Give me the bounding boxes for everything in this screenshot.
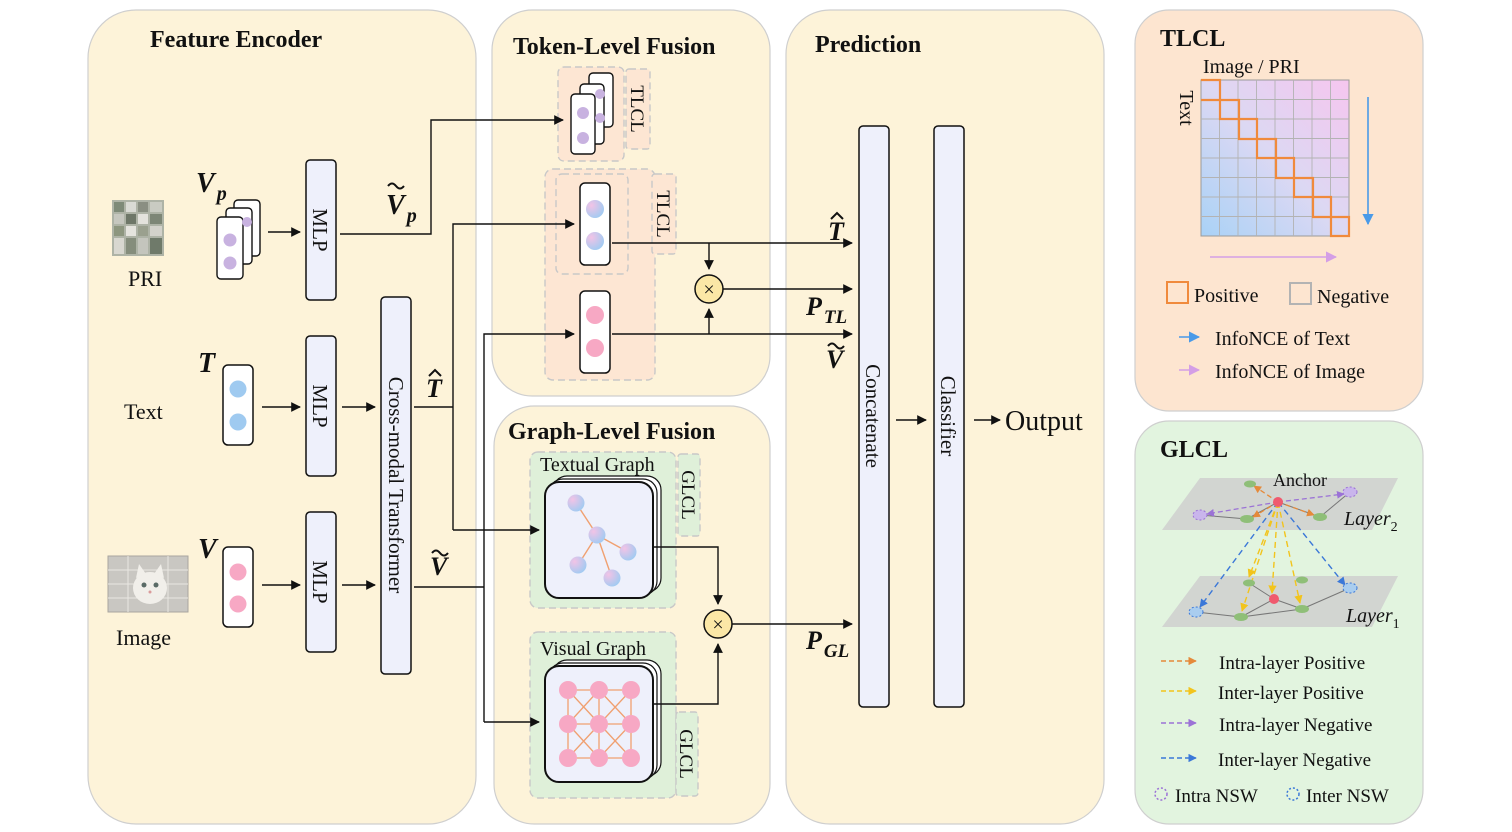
feature-encoder-panel: [87, 9, 477, 825]
textual-graph-card: [544, 475, 662, 599]
positive-label: Positive: [1194, 285, 1259, 307]
text-label: Text: [124, 399, 163, 424]
pri-label: PRI: [128, 266, 162, 291]
image-token-box-fusion: [579, 290, 611, 374]
mlp-image-label: MLP: [308, 560, 332, 603]
intra-nsw-icon: [1154, 787, 1168, 801]
inter-nsw-label: Inter NSW: [1306, 786, 1389, 807]
visual-graph-glcl-tag-box: [675, 711, 699, 797]
intra-positive-label: Intra-layer Positive: [1219, 653, 1365, 674]
t-symbol: T: [198, 348, 217, 379]
arrow-t-hat-to-text-tokens: [452, 219, 575, 530]
token-fusion-title: Token-Level Fusion: [513, 34, 716, 60]
tlcl-matrix-top-label: Image / PRI: [1203, 56, 1300, 78]
cross-modal-transformer-block: [380, 296, 412, 675]
glcl-layers-illustration: [1162, 478, 1398, 627]
tlcl-matrix-side-label: Text: [1175, 90, 1197, 126]
glcl-title: GLCL: [1160, 437, 1228, 463]
output-label: Output: [1005, 406, 1083, 437]
tlcl-similarity-matrix: [1200, 78, 1351, 238]
pri-thumbnail: [112, 200, 164, 256]
t-hat-prediction-symbol: T: [828, 211, 845, 246]
textual-graph-glcl-tag: GLCL: [677, 470, 698, 520]
text-tlcl-tag-box: [651, 173, 677, 255]
visual-graph-glcl-tag: GLCL: [675, 729, 696, 779]
prediction-title: Prediction: [815, 32, 921, 58]
image-label: Image: [116, 625, 171, 650]
cat-image-thumbnail: [107, 555, 189, 613]
visual-graph-card: [544, 659, 662, 783]
multiply-node-token: ×: [694, 274, 724, 304]
glcl-layer1-label: Layer1: [1345, 605, 1400, 632]
svg-text:T: T: [426, 374, 443, 403]
negative-label: Negative: [1317, 286, 1389, 308]
positive-swatch: [1166, 281, 1189, 304]
arrow-visual-graph-to-multiply: [653, 643, 723, 705]
multiply-node-graph: ×: [703, 609, 733, 639]
infonce-text-label: InfoNCE of Text: [1215, 328, 1350, 350]
glcl-anchor-label: Anchor: [1273, 470, 1327, 490]
concatenate-label: Concatenate: [861, 364, 885, 468]
v-tilde-symbol: V: [430, 549, 450, 581]
pri-tlcl-tag: TLCL: [626, 85, 647, 133]
arrow-vp-to-token-fusion: [340, 115, 564, 235]
mlp-image-block: [305, 511, 337, 653]
svg-text:×: ×: [712, 614, 723, 636]
concatenate-block: [858, 125, 890, 708]
textual-graph-title: Textual Graph: [540, 454, 655, 476]
feature-encoder-title: Feature Encoder: [150, 27, 323, 53]
graph-fusion-title: Graph-Level Fusion: [508, 419, 715, 445]
t-hat-symbol: T: [426, 368, 443, 403]
classifier-block: [933, 125, 965, 708]
text-token-box-fusion: [579, 182, 611, 266]
visual-graph-title: Visual Graph: [540, 638, 646, 660]
mlp-pri-block: [305, 159, 337, 301]
cross-modal-transformer-label: Cross-modal Transformer: [384, 377, 408, 593]
inter-negative-label: Inter-layer Negative: [1218, 750, 1371, 771]
mlp-pri-label: MLP: [308, 208, 332, 251]
inter-nsw-icon: [1286, 787, 1300, 801]
arrow-textual-graph-to-multiply: [653, 546, 723, 605]
intra-negative-label: Intra-layer Negative: [1219, 715, 1373, 736]
intra-nsw-label: Intra NSW: [1175, 786, 1258, 807]
glcl-layer2-label: Layer2: [1343, 508, 1398, 535]
infonce-image-label: InfoNCE of Image: [1215, 361, 1365, 383]
pri-token-stack-fusion: [570, 72, 614, 155]
image-token-box: [222, 546, 254, 628]
v-symbol: V: [198, 534, 219, 565]
pri-token-stack: [216, 199, 261, 280]
mlp-text-block: [305, 335, 337, 477]
svg-text:T: T: [828, 217, 845, 246]
v-tilde-prediction-symbol: V: [826, 342, 846, 374]
mlp-text-label: MLP: [308, 384, 332, 427]
negative-swatch: [1289, 282, 1312, 305]
text-token-box: [222, 364, 254, 446]
inter-positive-label: Inter-layer Positive: [1218, 683, 1364, 704]
svg-text:×: ×: [703, 279, 714, 301]
svg-text:V: V: [826, 345, 846, 374]
pri-tlcl-tag-box: [625, 68, 651, 150]
textual-graph-glcl-tag-box: [677, 453, 701, 537]
svg-text:V: V: [430, 552, 450, 581]
arrow-v-tilde-to-image-tokens: [483, 329, 575, 722]
svg-text:Vp: Vp: [386, 190, 417, 227]
tlcl-title: TLCL: [1160, 26, 1225, 52]
classifier-label: Classifier: [936, 376, 960, 456]
text-tlcl-tag: TLCL: [652, 190, 673, 238]
